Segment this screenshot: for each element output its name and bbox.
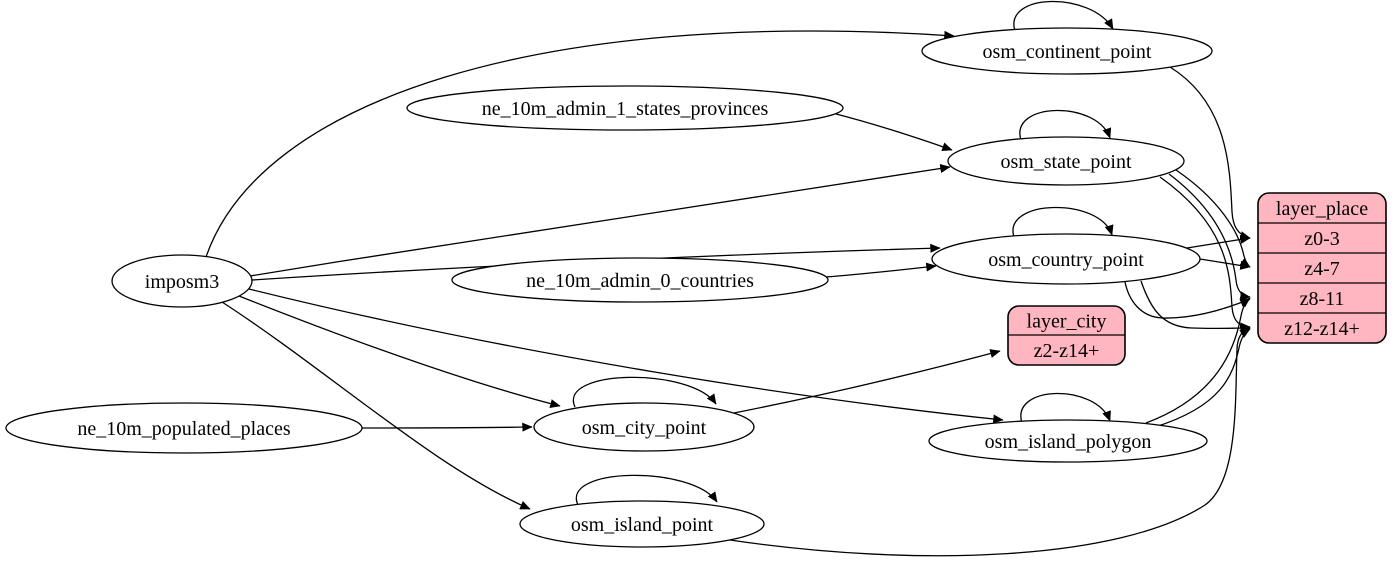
- node-ne_10m_populated_places: ne_10m_populated_places: [5, 402, 363, 454]
- ne_10m_admin_0_countries-ellipse: [451, 257, 829, 303]
- node-ne_10m_admin_0_countries: ne_10m_admin_0_countries: [451, 257, 829, 303]
- self-loop-osm_continent_point: [1013, 0, 1114, 32]
- nodes-layer: imposm3 ne_10m_admin_1_states_provincesne…: [5, 27, 1387, 548]
- node-ne_10m_admin_1_states_provinces: ne_10m_admin_1_states_provinces: [406, 85, 844, 131]
- layer_place-title: layer_place: [1276, 198, 1368, 220]
- osm_state_point-label: osm_state_point: [1000, 151, 1132, 173]
- edge-imposm3-to-osm_state_point: [249, 164, 951, 277]
- self-loop-osm_island_point: [575, 474, 718, 506]
- edge-imposm3-to-osm_city_point: [238, 295, 561, 409]
- edge-osm_state_point-to-layer_place-z8-11: [1168, 173, 1251, 301]
- node-osm_island_polygon: osm_island_polygon: [928, 419, 1208, 463]
- node-osm_continent_point: osm_continent_point: [921, 27, 1213, 75]
- edge-imposm3-to-osm_continent_point: [205, 30, 955, 258]
- osm_island_point-ellipse: [519, 500, 765, 548]
- edge-osm_city_point-to-layer_city-z2-z14+: [733, 349, 1001, 414]
- osm_state_point-ellipse: [947, 136, 1185, 186]
- edge-osm_island_polygon-to-layer_place-z8-11: [1145, 297, 1251, 424]
- edge-ne_10m_admin_0_countries-to-osm_country_point: [825, 262, 937, 278]
- layer_place-row-3: z12-z14+: [1284, 318, 1360, 340]
- self-loop-osm_country_point: [1012, 206, 1114, 238]
- node-osm_country_point: osm_country_point: [931, 233, 1201, 285]
- edge-osm_country_point-to-layer_place-z12-z14+: [1140, 280, 1251, 333]
- self-loop-osm_island_polygon: [1020, 392, 1111, 424]
- node-osm_city_point: osm_city_point: [533, 402, 755, 452]
- edge-imposm3-to-osm_island_polygon: [248, 288, 1004, 424]
- osm_country_point-ellipse: [931, 233, 1201, 285]
- osm_island_point-label: osm_island_point: [571, 514, 714, 536]
- layer_city-title: layer_city: [1027, 310, 1107, 332]
- osm_city_point-label: osm_city_point: [582, 417, 707, 439]
- edge-osm_country_point-to-layer_place-z0-3: [1186, 234, 1251, 249]
- node-osm_island_point: osm_island_point: [519, 500, 765, 548]
- layer_place-row-1: z4-7: [1304, 258, 1340, 280]
- node-imposm3: imposm3: [111, 254, 253, 308]
- imposm3-label: imposm3: [145, 271, 219, 293]
- edge-imposm3-to-osm_island_point: [221, 301, 531, 510]
- osm_island_polygon-label: osm_island_polygon: [985, 431, 1152, 453]
- layer_place-box: [1257, 192, 1387, 344]
- ne_10m_admin_0_countries-label: ne_10m_admin_0_countries: [526, 270, 754, 292]
- edges-layer: [205, 0, 1251, 557]
- node-layer_place: layer_place z0-3 z4-7 z8-11 z12-z14+: [1257, 192, 1387, 344]
- osm_city_point-ellipse: [533, 402, 755, 452]
- osm_country_point-label: osm_country_point: [988, 249, 1144, 271]
- self-loop-osm_state_point: [1019, 109, 1112, 141]
- edge-osm_continent_point-to-layer_place-z0-3: [1169, 66, 1251, 241]
- node-layer_city: layer_city z2-z14+: [1007, 305, 1126, 366]
- ne_10m_admin_1_states_provinces-ellipse: [406, 85, 844, 131]
- node-osm_state_point: osm_state_point: [947, 136, 1185, 186]
- layer_city-row-0: z2-z14+: [1034, 340, 1100, 362]
- osm_continent_point-label: osm_continent_point: [983, 41, 1152, 63]
- ne_10m_populated_places-label: ne_10m_populated_places: [77, 418, 290, 440]
- layer_place-row-2: z8-11: [1300, 288, 1345, 310]
- osm_island_polygon-ellipse: [928, 419, 1208, 463]
- ne_10m_populated_places-ellipse: [5, 402, 363, 454]
- imposm3-ellipse: [111, 254, 253, 308]
- edge-ne_10m_populated_places-to-osm_city_point: [361, 422, 533, 432]
- edge-osm_state_point-to-layer_place-z4-7: [1175, 169, 1251, 268]
- self-loop-osm_city_point: [572, 376, 717, 408]
- edge-ne_10m_admin_1_states_provinces-to-osm_state_point: [835, 113, 953, 152]
- ne_10m_admin_1_states_provinces-label: ne_10m_admin_1_states_provinces: [482, 98, 769, 120]
- osm_continent_point-ellipse: [921, 27, 1213, 75]
- edge-osm_island_point-to-layer_place-z12-z14+: [729, 324, 1251, 557]
- layer_place-row-0: z0-3: [1304, 228, 1340, 250]
